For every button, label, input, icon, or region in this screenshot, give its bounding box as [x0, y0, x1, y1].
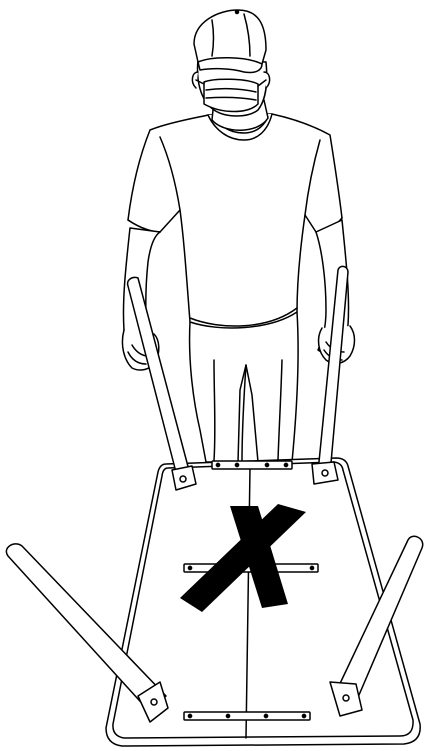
person-torso [128, 114, 342, 328]
person-legs [190, 312, 298, 462]
top-brace-bar [212, 461, 292, 469]
cap [194, 10, 266, 73]
bottom-brace-bar [184, 712, 310, 720]
face-mask [196, 79, 266, 111]
leg-upright-left [128, 277, 196, 490]
